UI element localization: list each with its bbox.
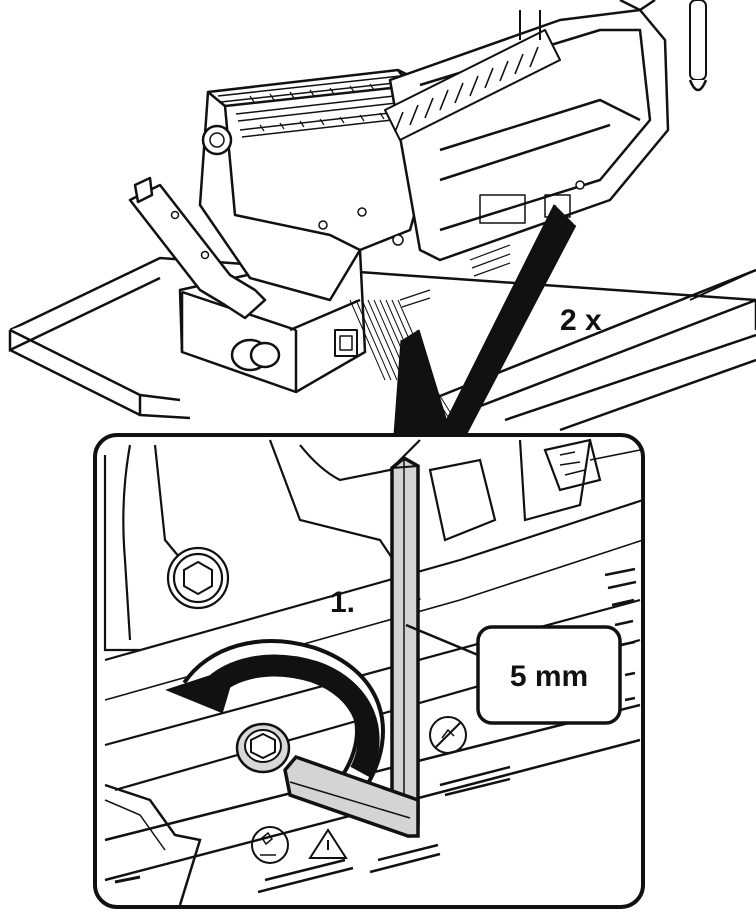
- size-label: 5 mm: [510, 660, 588, 693]
- notice-lines: [114, 567, 637, 894]
- manual-icon: [251, 826, 289, 864]
- size-leader: [405, 623, 479, 657]
- size-label-box: 5 mm: [476, 625, 622, 725]
- step-label: 1.: [330, 586, 355, 619]
- side-knob: [201, 124, 233, 156]
- inset-frame: [93, 433, 645, 909]
- jaw-teeth-marks: [249, 83, 405, 132]
- detail-inset: [93, 433, 645, 909]
- caution-triangle-icon: [308, 828, 348, 859]
- label-plate: [399, 244, 511, 308]
- workbench: [8, 256, 756, 432]
- vice: [128, 0, 708, 421]
- spindle: [384, 29, 561, 141]
- hex-key: [283, 455, 420, 839]
- clamp-lever: [128, 183, 267, 320]
- rod: [689, 0, 707, 81]
- count-label: 2 x: [560, 304, 602, 337]
- rotation-arrow-head: [165, 666, 237, 714]
- zoom-lines-fill: [395, 205, 575, 435]
- warning-icon: [429, 716, 467, 754]
